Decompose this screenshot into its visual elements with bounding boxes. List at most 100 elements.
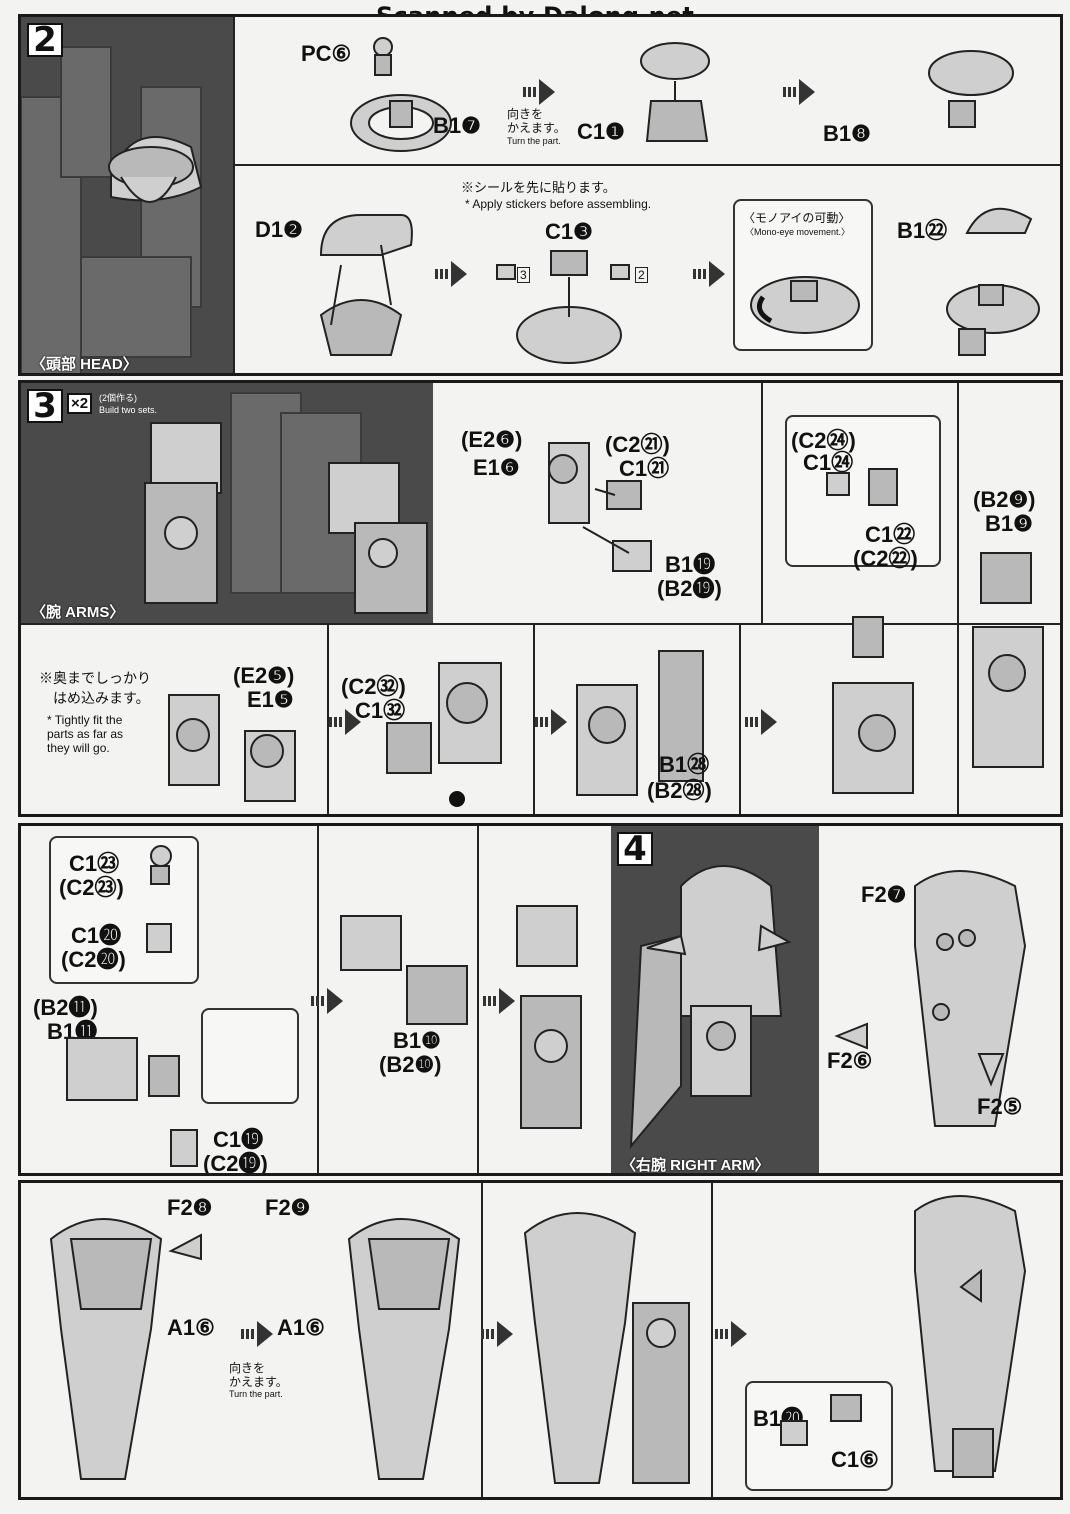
arm-complete-part: [972, 552, 1044, 768]
label-f26: F2⑥: [827, 1048, 873, 1073]
shield-left-part: [49, 1218, 163, 1480]
label-f28: F2❽: [167, 1195, 213, 1220]
step-arrow: [481, 1321, 513, 1347]
upper-arm-parts: [168, 694, 296, 802]
arm-with-shoulder-part: [516, 905, 582, 1129]
build-two-en: Build two sets.: [99, 405, 158, 415]
step4-bottom-panel: F2❽ A1⑥ 向きを かえます。 Turn the part. F2❾ A1⑥…: [18, 1180, 1063, 1500]
d1-2-ring-part: [319, 214, 413, 356]
turn-part-en: Turn the part.: [229, 1389, 283, 1399]
head-final-part: [946, 284, 1040, 356]
head-ring-part: [350, 94, 452, 152]
step-arrow: [523, 79, 555, 105]
label-c224: (C2㉔): [791, 428, 856, 453]
mono-eye-callout: [733, 199, 873, 351]
mono-eye-en: 〈Mono-eye movement.〉: [745, 227, 851, 237]
mono-eye-part: [750, 276, 860, 334]
step-arrow: [329, 709, 361, 735]
shield-final-part: [914, 1195, 1027, 1478]
label-c132: C1㉜: [355, 698, 406, 723]
step3-panel: 3 ×2 (2個作る) Build two sets. 〈腕 ARMS〉 (E2…: [18, 380, 1063, 817]
label-b18: B1❽: [823, 121, 871, 146]
label-b128: B1㉘: [659, 752, 710, 777]
label-c119: C1⓳: [213, 1127, 264, 1152]
shield-with-arm-part: [523, 1212, 690, 1484]
forearm-parts: [386, 662, 502, 807]
mono-eye-jp: 〈モノアイの可動〉: [743, 211, 851, 225]
step4-col-divider: [481, 1183, 483, 1497]
label-b110: B1❿: [393, 1028, 441, 1053]
joint-pieces: [146, 845, 172, 953]
step2-panel: 2 〈頭部 HEAD〉 PC⑥ B1❼ 向きを かえます。 Turn the p…: [18, 14, 1063, 376]
label-b211: (B2⓫): [33, 995, 98, 1020]
label-c11: C1❶: [577, 119, 625, 144]
label-b122: B1㉒: [897, 218, 948, 243]
label-c222: (C2㉒): [853, 546, 918, 571]
step-arrow: [745, 709, 777, 735]
label-c219: (C2⓳): [203, 1151, 268, 1176]
shoulder-detail-callout: [201, 1008, 299, 1104]
c1-1-part: [640, 42, 710, 142]
sticker-note-en: * Apply stickers before assembling.: [465, 197, 652, 211]
label-c232: (C2㉜): [341, 674, 406, 699]
step2-section-title: 〈頭部 HEAD〉: [31, 356, 138, 373]
step-arrow: [483, 988, 515, 1014]
label-f29: F2❾: [265, 1195, 311, 1220]
step-arrow: [241, 1321, 273, 1347]
label-pc6: PC⑥: [301, 41, 352, 66]
right-arm-render-image: [629, 865, 792, 1149]
label-e15: E1❺: [247, 687, 294, 712]
label-a16a: A1⑥: [167, 1315, 215, 1340]
label-b210: (B2❿): [379, 1052, 442, 1077]
fit-note-en: * Tightly fit the parts as far as they w…: [47, 713, 124, 755]
step2-col-divider: [233, 17, 235, 373]
label-c120: C1⓴: [71, 923, 122, 948]
label-b228: (B2㉘): [647, 778, 712, 803]
label-c223: (C2㉓): [59, 875, 124, 900]
shoulder-block-parts: [340, 915, 468, 1025]
step3-col-divider: [533, 625, 535, 814]
step-arrow: [535, 709, 567, 735]
label-b219: (B2⓳): [657, 576, 722, 601]
label-e25: (E2❺): [233, 663, 295, 688]
step4-section-title: 〈右腕 RIGHT ARM〉: [621, 1157, 770, 1174]
label-f25: F2⑤: [977, 1094, 1023, 1119]
label-c121: C1㉑: [619, 456, 670, 481]
label-b19: B1❾: [985, 511, 1033, 536]
build-two-jp: (2個作る): [99, 393, 137, 403]
step2-head-illustration: 2 〈頭部 HEAD〉: [21, 17, 233, 373]
label-c122: C1㉒: [865, 522, 916, 547]
spike-f25: [977, 1053, 1005, 1087]
hand-callout: [745, 1381, 893, 1491]
fit-note-jp2: はめ込みます。: [53, 690, 150, 706]
elbow-callout: [785, 415, 941, 567]
head-render-image: [21, 46, 203, 373]
label-b119: B1⓳: [665, 552, 716, 577]
step-arrow: [783, 79, 815, 105]
step-arrow: [311, 988, 343, 1014]
label-c220: (C2⓴): [61, 947, 126, 972]
shield-right-part: [347, 1218, 461, 1480]
arms-render-image: [144, 392, 428, 614]
sticker-number-2: 2: [635, 267, 648, 283]
turn-part-en: Turn the part.: [507, 136, 561, 146]
step3-bottom-panel: C1㉓ (C2㉓) C1⓴ (C2⓴) (B2⓫) B1⓫ C1⓳ (C2⓳) …: [18, 823, 1063, 1176]
fit-note-jp1: ※奥までしっかり: [39, 670, 151, 686]
label-c13: C1❸: [545, 219, 593, 244]
step3-col-divider: [761, 383, 763, 623]
step4-number: 4: [617, 832, 653, 866]
elbow-parts: [826, 468, 898, 506]
hand-parts: [780, 1394, 862, 1446]
step3-col-divider: [739, 625, 741, 814]
step2-number: 2: [27, 23, 63, 57]
pc6-part: [373, 37, 393, 76]
c1-3-part: [496, 250, 630, 364]
step-arrow: [693, 261, 725, 287]
sticker-note-jp: ※シールを先に貼ります。: [461, 180, 616, 195]
step2-row-divider: [233, 164, 1060, 166]
forearm-cover-parts: [576, 650, 704, 796]
label-c16: C1⑥: [831, 1447, 879, 1472]
label-d12: D1❷: [255, 217, 303, 242]
step4-right-arm-illustration: 4 〈右腕 RIGHT ARM〉: [611, 826, 819, 1174]
